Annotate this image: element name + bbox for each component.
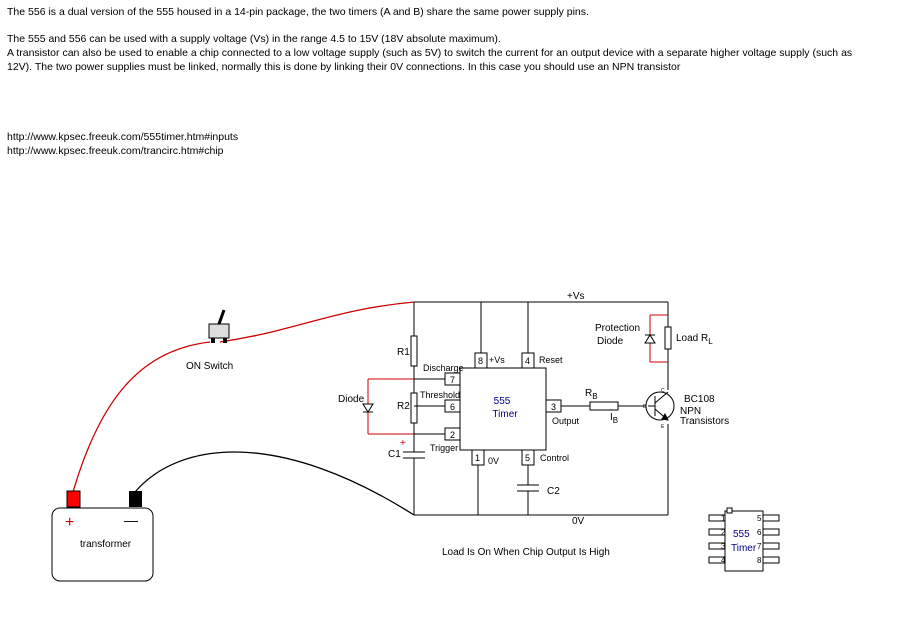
transistor-type: NPN <box>680 406 701 417</box>
toggle-switch-icon[interactable] <box>208 309 230 343</box>
battery-negative-terminal <box>129 491 142 507</box>
battery-minus-label: — <box>124 512 138 528</box>
battery-positive-wire <box>72 341 211 493</box>
rb-text: R <box>585 388 592 399</box>
pin-1-number: 1 <box>475 453 480 463</box>
chip-icon-label-2: Timer <box>731 543 757 554</box>
chip-icon-pin-3: 3 <box>721 542 726 551</box>
pin-vs-label: +Vs <box>489 355 505 365</box>
chip-icon-label-1: 555 <box>733 529 750 540</box>
intro-line-2: The 555 and 556 can be used with a suppl… <box>7 33 501 45</box>
switch-to-vs-wire <box>219 301 415 343</box>
transistor-symbol <box>645 391 675 421</box>
chip-icon-pin-1: 1 <box>721 514 726 523</box>
caption: Load Is On When Chip Output Is High <box>442 547 610 558</box>
r1-label: R1 <box>397 347 410 358</box>
chip-icon-pin-4: 4 <box>721 556 726 565</box>
pin-reset-label: Reset <box>539 355 563 365</box>
battery-negative-wire <box>134 451 415 516</box>
switch-label: ON Switch <box>186 361 233 372</box>
protection-diode-symbol <box>644 334 656 344</box>
battery-plus-label: + <box>65 514 74 531</box>
link-trancirc-chip[interactable]: http://www.kpsec.freeuk.com/trancirc.htm… <box>7 145 224 157</box>
pin-8-number: 8 <box>478 356 483 366</box>
vs-label: +Vs <box>567 291 585 302</box>
rb-sub: B <box>592 392 597 401</box>
diode-label: Diode <box>338 394 365 405</box>
transistor-e-label: E <box>661 424 665 430</box>
chip-icon-pin-5: 5 <box>757 514 762 523</box>
pin-7-number: 7 <box>450 375 455 385</box>
rb-label: RB <box>585 388 598 401</box>
timer-line-1: 555 <box>494 396 511 407</box>
pin-4-number: 4 <box>525 356 530 366</box>
r2-label: R2 <box>397 401 410 412</box>
transistor-c-label: C <box>661 388 665 394</box>
chip-icon-pin-2: 2 <box>721 528 726 537</box>
intro-line-4: 12V). The two power supplies must be lin… <box>7 61 681 73</box>
chip-icon-pin-7: 7 <box>757 542 762 551</box>
load-label: Load RL <box>676 333 713 346</box>
pin-6-number: 6 <box>450 402 455 412</box>
r2-resistor <box>410 392 418 424</box>
c1-plus-sign: + <box>400 438 406 449</box>
pin-control-label: Control <box>540 453 569 463</box>
intro-line-1: The 556 is a dual version of the 555 hou… <box>7 6 589 18</box>
link-555timer-inputs[interactable]: http://www.kpsec.freeuk.com/555timer.htm… <box>7 131 239 143</box>
transformer-label: transformer <box>80 539 132 550</box>
ib-text: I <box>610 412 613 423</box>
transistor-b-label: B <box>643 404 647 410</box>
load-resistor <box>664 326 672 350</box>
pin-threshold-label: Threshold <box>420 390 460 400</box>
diode-symbol <box>362 403 374 413</box>
chip-icon-pin-6: 6 <box>757 528 762 537</box>
chip-icon-pin-8: 8 <box>757 556 762 565</box>
load-sub: L <box>708 337 713 346</box>
pin-2-number: 2 <box>450 430 455 440</box>
c2-label: C2 <box>547 486 560 497</box>
r1-resistor <box>410 335 418 367</box>
pin-discharge-label: Discharge <box>423 363 464 373</box>
pin-trigger-label: Trigger <box>430 443 458 453</box>
protection-label-2: Diode <box>597 336 624 347</box>
pin-5-number: 5 <box>525 453 530 463</box>
transistor-name: BC108 <box>684 394 715 405</box>
ib-label: IB <box>610 412 618 425</box>
timer-line-2: Timer <box>492 409 518 420</box>
zero-v-label: 0V <box>572 516 585 527</box>
transistor-plural: Transistors <box>680 416 729 427</box>
pin-0v-label: 0V <box>488 456 499 466</box>
pin-output-label: Output <box>552 416 580 426</box>
c1-label: C1 <box>388 449 401 460</box>
ib-sub: B <box>613 416 618 425</box>
battery-positive-terminal <box>66 490 81 508</box>
battery-body <box>51 507 154 582</box>
pin-3-number: 3 <box>551 402 556 412</box>
load-text: Load R <box>676 333 708 344</box>
protection-label-1: Protection <box>595 323 640 334</box>
chip-555-icon <box>708 507 780 572</box>
intro-line-3: A transistor can also be used to enable … <box>7 47 853 59</box>
rb-resistor <box>589 401 619 411</box>
